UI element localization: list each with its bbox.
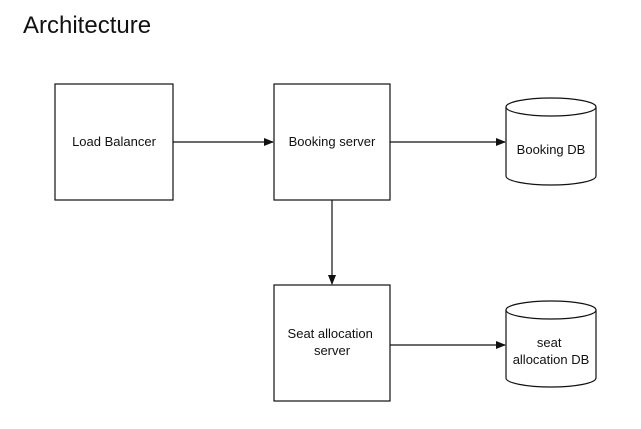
seat-allocation-server-node: Seat allocation server (273, 284, 391, 402)
seat-allocation-db-node: seat allocation DB (505, 300, 597, 388)
seat-allocation-db-label: seat allocation DB (513, 335, 590, 367)
seat-allocation-server-label: Seat allocation server (288, 326, 377, 358)
booking-db-label: Booking DB (517, 142, 586, 157)
booking-server-node: Booking server (273, 83, 391, 201)
booking-db-node: Booking DB (505, 97, 597, 186)
page-title: Architecture (23, 12, 152, 39)
load-balancer-node: Load Balancer (54, 83, 174, 201)
seat-allocation-server-label-line-2: server (314, 343, 351, 358)
booking-server-label: Booking server (289, 134, 376, 149)
seat-allocation-db-label-line-1: seat (537, 335, 562, 350)
seat-allocation-db-label-line-2: allocation DB (513, 352, 590, 367)
load-balancer-label: Load Balancer (72, 134, 157, 149)
seat-allocation-server-label-line-1: Seat allocation (288, 326, 373, 341)
